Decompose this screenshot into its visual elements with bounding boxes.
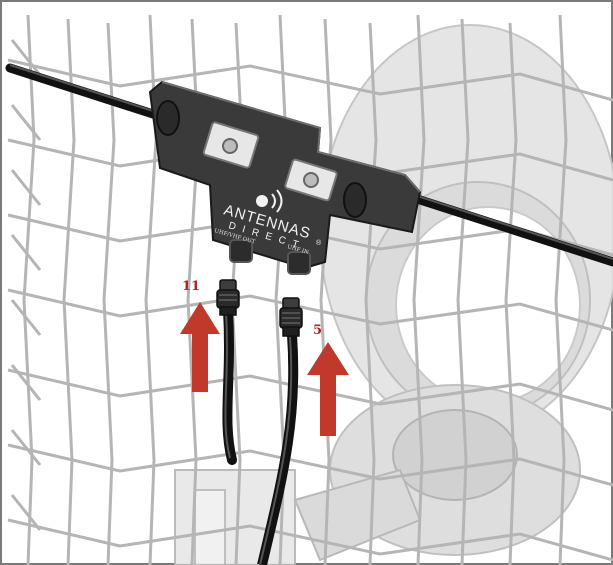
grid-wire-horizontal xyxy=(7,368,613,412)
signal-waves-icon xyxy=(256,189,283,213)
connector-left xyxy=(216,279,240,316)
cables xyxy=(216,279,303,565)
grid-wire-vertical xyxy=(412,14,426,565)
connector-right xyxy=(279,297,303,337)
cable-right xyxy=(257,334,299,565)
port-out xyxy=(229,239,253,263)
grid-wire-horizontal xyxy=(7,58,613,102)
arrow-right xyxy=(307,342,349,436)
up-arrow-icon xyxy=(180,302,220,392)
mast-bracket-inner xyxy=(194,489,226,565)
up-arrow-icon xyxy=(307,342,349,436)
port-in-label: UHF IN xyxy=(286,244,309,256)
grid-wire-vertical xyxy=(364,22,378,565)
port-in xyxy=(287,251,311,275)
grid-brace xyxy=(10,39,42,76)
dish xyxy=(174,24,613,565)
rod-cap-left xyxy=(156,100,180,136)
grid-wire-vertical xyxy=(554,14,568,565)
grid-brace xyxy=(10,104,42,141)
dish-hub xyxy=(392,409,518,501)
grid-wire-horizontal xyxy=(7,443,613,487)
grid-brace xyxy=(10,429,42,466)
cable-right-shine xyxy=(259,336,293,565)
grid-brace xyxy=(10,364,42,401)
rod-cap-right xyxy=(343,182,367,218)
grid-wire-horizontal xyxy=(7,288,613,332)
dish-hole xyxy=(395,206,581,404)
grid-brace xyxy=(10,234,42,271)
cable-left-shine xyxy=(224,311,231,459)
grid-brace xyxy=(10,494,42,531)
clamp-right-bolt xyxy=(303,172,319,188)
clamp-left-bolt xyxy=(222,138,238,154)
cable-left xyxy=(222,305,237,465)
step-number-right: 5 xyxy=(313,323,322,338)
grid-wire-vertical xyxy=(319,18,333,565)
grid-wire-vertical xyxy=(22,14,36,565)
splitter: ANTENNAS DIRECT ® UHF/VHF OUT UHF IN xyxy=(148,80,422,275)
grid-wire-vertical xyxy=(62,18,76,565)
grid-wire-vertical xyxy=(504,22,518,565)
grid-brace xyxy=(10,299,42,336)
arrow-left xyxy=(180,302,220,392)
step-number-left: 11 xyxy=(182,279,200,294)
brand-registered: ® xyxy=(316,239,322,247)
grid-wire-horizontal xyxy=(7,518,613,562)
grid-brace xyxy=(10,169,42,206)
splitter-highlight xyxy=(161,81,421,193)
grid-wire-vertical xyxy=(456,18,470,565)
